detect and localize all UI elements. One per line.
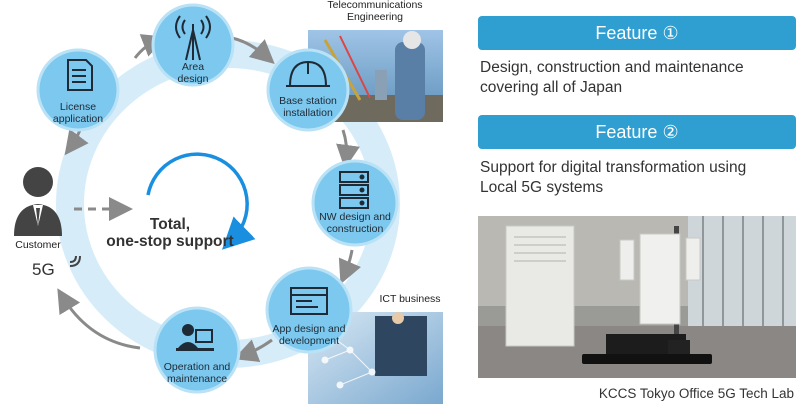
feature-1-text: Design, construction and maintenance cov… [480,58,800,98]
telecom-engineering-label: Telecommunications Engineering [300,0,450,24]
operation-line2: maintenance [166,372,228,385]
feature-1-line1: Design, construction and maintenance [480,59,744,76]
badge-5g: 5G [32,260,55,279]
area-line2: design [177,72,209,85]
nw-line1: NW design and [319,211,391,223]
base-line1: Base station [279,95,337,107]
lab-caption: KCCS Tokyo Office 5G Tech Lab [598,386,794,401]
document-icon [67,59,93,91]
nw-line2: construction [326,222,384,235]
node-base [266,48,350,132]
license-line2: application [52,112,104,125]
feature-2-line2: Local 5G systems [480,179,604,197]
feature-2-text: Support for digital transformation using… [480,158,800,198]
app-line1: App design and [272,323,346,335]
feature-1-title: Feature ① [478,16,796,50]
app-line2: development [278,334,340,347]
server-icon [339,171,369,209]
node-base-label: Base station installation [262,95,354,120]
wifi-icon [69,255,81,267]
telecom-label-line2: Engineering [346,10,404,23]
helmet-icon [286,60,330,87]
operation-line1: Operation and [163,361,231,373]
node-app [265,266,353,354]
area-line1: Area [181,61,205,73]
feature-2-line1: Support for digital transformation using [480,159,747,176]
operator-icon [176,324,214,351]
cycle-arrows [57,34,361,362]
center-line1: Total, [149,216,191,233]
lab-photo [478,216,796,378]
diagram-graphics [14,3,443,404]
node-app-label: App design and development [261,323,357,348]
center-label: Total, one-stop support [100,216,240,251]
ict-business-label: ICT business [379,293,441,305]
node-area-label: Area design [153,61,233,86]
customer-label: Customer [15,239,61,251]
features-panel: Feature ① Design, construction and maint… [478,0,800,408]
telecom-label-line1: Telecommunications [327,0,423,11]
browser-icon [290,287,328,315]
center-line2: one-stop support [106,233,234,251]
feature-1-line2: covering all of Japan [480,79,623,97]
node-operation-label: Operation and maintenance [150,361,244,386]
license-line1: License [59,101,97,113]
base-line2: installation [283,106,333,119]
customer-icon [14,167,62,236]
feature-2-title: Feature ② [478,115,796,149]
loop-arrow [146,152,256,250]
node-nw-label: NW design and construction [307,211,403,236]
node-license-label: License application [38,101,118,126]
antenna-icon [175,15,211,61]
node-nw [311,159,399,247]
service-cycle-diagram: Telecommunications Engineering ICT busin… [14,0,450,404]
